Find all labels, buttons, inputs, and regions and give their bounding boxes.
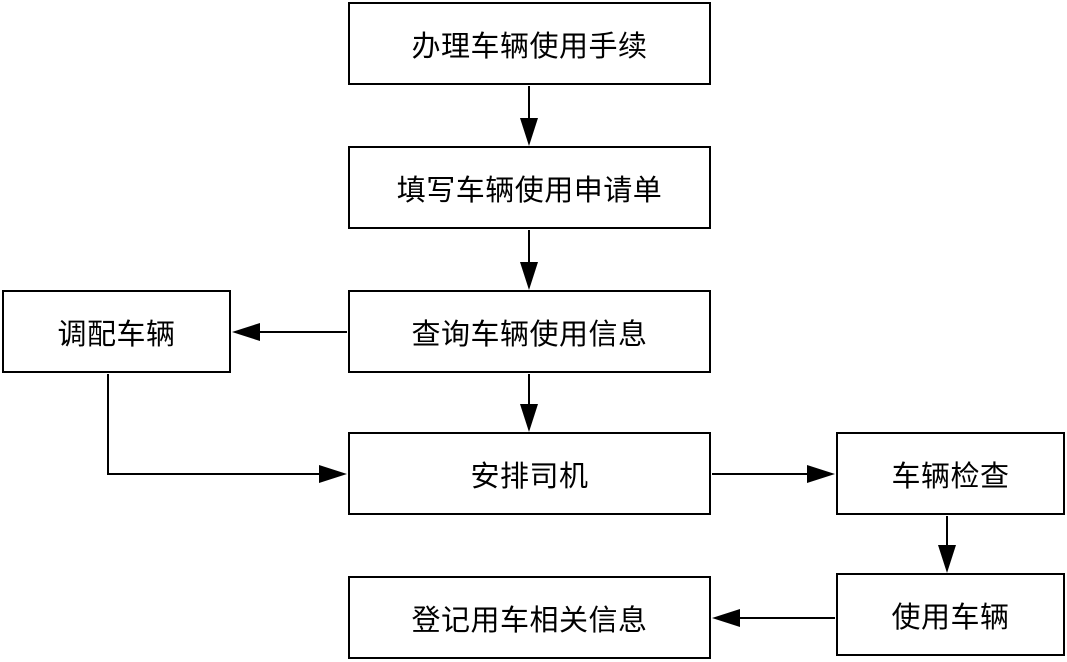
arrowhead-down [520, 262, 538, 290]
node-label: 办理车辆使用手续 [411, 28, 648, 63]
arrowhead-right [319, 465, 347, 483]
node-label: 查询车辆使用信息 [411, 316, 648, 351]
arrowhead-down [938, 545, 956, 573]
arrowhead-right [807, 465, 835, 483]
arrowhead-down [520, 118, 538, 146]
node-label: 登记用车相关信息 [411, 602, 648, 637]
node-label: 填写车辆使用申请单 [396, 172, 663, 207]
node-apply-procedure: 办理车辆使用手续 [348, 2, 711, 85]
node-use-vehicle: 使用车辆 [836, 573, 1065, 656]
node-vehicle-inspection: 车辆检查 [836, 432, 1065, 515]
node-label: 安排司机 [470, 458, 589, 493]
node-label: 车辆检查 [891, 458, 1010, 493]
arrowhead-left [232, 323, 260, 341]
node-label: 调配车辆 [57, 316, 176, 351]
node-fill-request-form: 填写车辆使用申请单 [348, 146, 711, 229]
node-dispatch-vehicle: 调配车辆 [2, 290, 231, 373]
node-query-vehicle-info: 查询车辆使用信息 [348, 290, 711, 373]
node-register-usage-info: 登记用车相关信息 [348, 576, 711, 659]
arrowhead-left [712, 609, 740, 627]
arrowhead-down [520, 404, 538, 432]
node-arrange-driver: 安排司机 [348, 432, 711, 515]
edge-dispatch-to-arrange-driver [107, 374, 320, 475]
node-label: 使用车辆 [891, 599, 1010, 634]
